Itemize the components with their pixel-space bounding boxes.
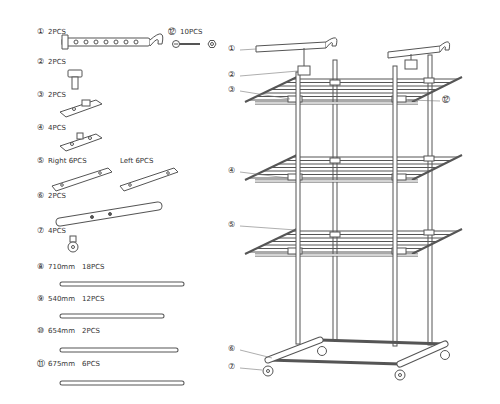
callout-number: ⑩: [37, 327, 44, 336]
part-quantity: 710mm: [48, 264, 75, 272]
rod-clip: [60, 133, 102, 151]
callout-number: ②: [37, 58, 44, 67]
part-quantity: 12PCS: [82, 296, 104, 304]
part-quantity: 6PCS: [82, 361, 100, 369]
callout-number: ⑫: [168, 28, 176, 37]
callout-number: ⑨: [37, 295, 44, 304]
leader-line: [240, 49, 440, 370]
callout-number: ⑤: [37, 157, 44, 166]
shelf-tier: [245, 77, 462, 255]
shelf-clip: [60, 100, 102, 117]
callout-number: ⑥: [228, 345, 235, 354]
callout-number: ⑧: [37, 263, 44, 272]
top-connector: [68, 70, 82, 89]
part-quantity: 2PCS: [82, 328, 100, 336]
callout-number: ④: [37, 124, 44, 133]
callout-number: ⑪: [37, 360, 45, 369]
wing-arm: [52, 168, 178, 191]
part-quantity: 654mm: [48, 328, 75, 336]
callout-number: ①: [228, 45, 235, 54]
base-foot: [60, 206, 158, 222]
rack-base: [263, 340, 450, 380]
part-quantity: 2PCS: [48, 59, 66, 67]
tube-rod: [62, 284, 182, 383]
part-quantity: Left 6PCS: [120, 158, 153, 166]
part-quantity: 675mm: [48, 361, 75, 369]
callout-number: ②: [228, 71, 235, 80]
part-quantity: Right 6PCS: [48, 158, 87, 166]
callout-number: ⑦: [228, 363, 235, 372]
top-hanger: [256, 38, 450, 75]
callout-number: ⑦: [37, 227, 44, 236]
callout-number: ⑫: [442, 96, 450, 105]
part-quantity: 2PCS: [48, 193, 66, 201]
part-quantity: 2PCS: [48, 29, 66, 37]
part-quantity: 4PCS: [48, 125, 66, 133]
callout-number: ③: [37, 91, 44, 100]
callout-number: ③: [228, 86, 235, 95]
part-quantity: 2PCS: [48, 92, 66, 100]
rack-post: [296, 66, 397, 346]
callout-number: ①: [37, 28, 44, 37]
callout-number: ⑥: [37, 192, 44, 201]
hanger-bar: [62, 34, 163, 49]
caster-wheel: [68, 236, 78, 252]
screw-nut: [173, 41, 217, 48]
part-quantity: 18PCS: [82, 264, 104, 272]
part-quantity: 540mm: [48, 296, 75, 304]
part-quantity: 10PCS: [180, 29, 202, 37]
part-quantity: 4PCS: [48, 228, 66, 236]
callout-number: ⑤: [228, 221, 235, 230]
callout-number: ④: [228, 167, 235, 176]
